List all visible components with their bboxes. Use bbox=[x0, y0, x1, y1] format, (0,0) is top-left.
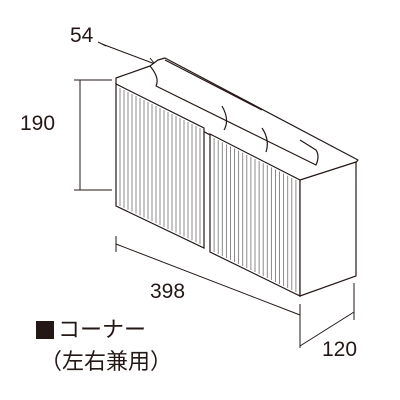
block-end-face bbox=[299, 161, 357, 297]
dimension-height-label: 190 bbox=[20, 112, 55, 135]
product-name-text: コーナー bbox=[58, 318, 147, 343]
dimension-length-label: 398 bbox=[150, 280, 185, 303]
product-note: （左右兼用） bbox=[40, 350, 173, 375]
dimension-lines bbox=[74, 41, 355, 348]
dimension-width-label: 120 bbox=[322, 338, 357, 361]
block-ribs bbox=[119, 88, 297, 292]
dimension-depth-label: 54 bbox=[70, 24, 94, 47]
block-front bbox=[115, 83, 357, 297]
product-name: コーナー bbox=[36, 318, 146, 344]
bullet-square-icon bbox=[36, 321, 54, 339]
